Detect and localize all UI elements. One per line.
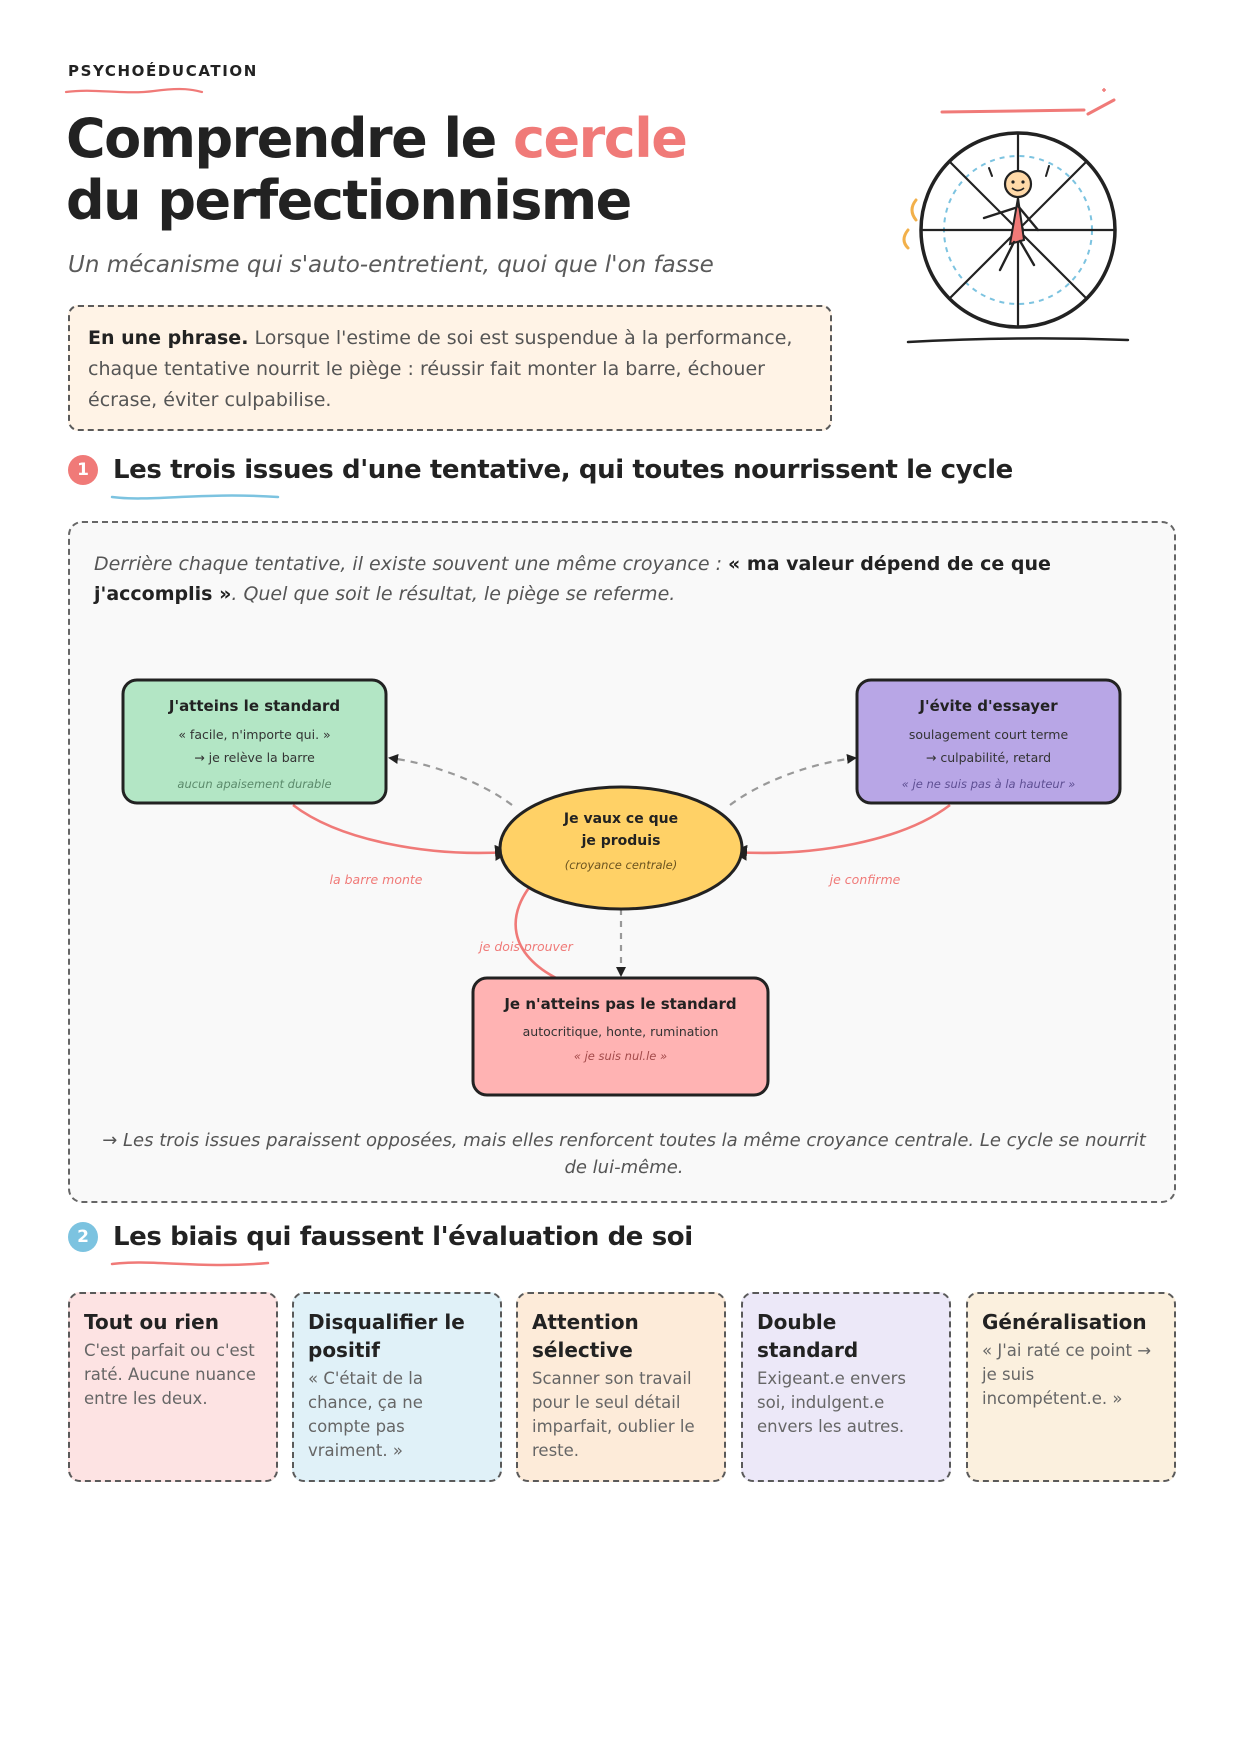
center-caption: (croyance centrale) — [565, 858, 678, 872]
bias-title: Tout ou rien — [84, 1310, 219, 1334]
bias-card-double-standard: Double standard Exigeant.e envers soi, i… — [741, 1292, 951, 1482]
edge-label-left: la barre monte — [330, 872, 423, 887]
section2-title: Les biais qui faussent l'évaluation de s… — [113, 1222, 693, 1252]
fail-title: Je n'atteins pas le standard — [503, 995, 736, 1013]
section1-title: Les trois issues d'une tentative, qui to… — [113, 455, 1013, 485]
cycle-intro: Derrière chaque tentative, il existe sou… — [94, 549, 1154, 609]
fail-line2: « je suis nul.le » — [574, 1049, 667, 1063]
bias-title: Généralisation — [982, 1310, 1147, 1334]
edge-fail-center — [514, 874, 559, 981]
bias-card-selective-attention: Attention sélective Scanner son travail … — [516, 1292, 726, 1482]
intro-post: . Quel que soit le résultat, le piège se… — [231, 583, 676, 605]
edge-success-center — [292, 803, 511, 861]
success-line3: aucun apaisement durable — [177, 777, 331, 791]
cycle-panel: Derrière chaque tentative, il existe sou… — [68, 521, 1176, 1203]
title-accent: cercle — [513, 107, 688, 170]
node-success — [121, 678, 388, 805]
bias-body: Scanner son travail pour le seul détail … — [532, 1369, 695, 1460]
intro-bold: « ma valeur dépend de ce que j'accomplis… — [94, 553, 1051, 605]
title-part1: Comprendre le — [66, 107, 513, 170]
success-line2: → je relève la barre — [194, 750, 315, 765]
summary-lead: En une phrase. — [88, 327, 249, 349]
center-line1: Je vaux ce que — [563, 811, 678, 827]
bias-title: Double standard — [757, 1310, 859, 1362]
bias-cards: Tout ou rien C'est parfait ou c'est raté… — [68, 1292, 1176, 1482]
eyebrow-underline — [64, 87, 204, 94]
bias-body: C'est parfait ou c'est raté. Aucune nuan… — [84, 1341, 256, 1408]
page-title: Comprendre le cercle du perfectionnisme — [66, 107, 688, 232]
section1-heading: 1 Les trois issues d'une tentative, qui … — [68, 455, 1013, 485]
edge-label-bottom: je dois prouver — [477, 939, 573, 954]
bias-body: « C'était de la chance, ça ne compte pas… — [308, 1369, 423, 1460]
summary-box: En une phrase. Lorsque l'estime de soi e… — [68, 305, 832, 431]
section2-number: 2 — [68, 1222, 98, 1252]
edge-center-success — [388, 754, 513, 806]
bias-body: « J'ai raté ce point → je suis incompéte… — [982, 1341, 1152, 1408]
intro-pre: Derrière chaque tentative, il existe sou… — [94, 553, 729, 575]
avoid-line2: → culpabilité, retard — [926, 750, 1051, 765]
fail-line1: autocritique, honte, rumination — [523, 1024, 719, 1039]
bias-card-disqualify-positive: Disqualifier le positif « C'était de la … — [292, 1292, 502, 1482]
title-part2: du perfectionnisme — [66, 169, 632, 232]
section1-number: 1 — [68, 455, 98, 485]
edge-label-right: je confirme — [828, 872, 901, 887]
bias-body: Exigeant.e envers soi, indulgent.e enver… — [757, 1369, 906, 1436]
center-line2: je produis — [581, 833, 661, 849]
bias-card-generalisation: Généralisation « J'ai raté ce point → je… — [966, 1292, 1176, 1482]
cycle-note: → Les trois issues paraissent opposées, … — [102, 1130, 1146, 1178]
bias-title: Disqualifier le positif — [308, 1310, 465, 1362]
cycle-diagram: J'atteins le standard « facile, n'import… — [121, 678, 1122, 1097]
node-center — [498, 785, 744, 911]
summary-text: Lorsque l'estime de soi est suspendue à … — [88, 327, 793, 411]
section2-underline — [110, 1261, 270, 1267]
success-title: J'atteins le standard — [168, 697, 340, 715]
avoid-title: J'évite d'essayer — [918, 697, 1058, 715]
subtitle: Un mécanisme qui s'auto-entretient, quoi… — [68, 252, 714, 278]
section1-underline — [110, 494, 280, 500]
bias-title: Attention sélective — [532, 1310, 639, 1362]
node-fail — [471, 976, 770, 1097]
eyebrow: PSYCHOÉDUCATION — [68, 62, 258, 80]
node-avoid — [855, 678, 1122, 805]
section2-heading: 2 Les biais qui faussent l'évaluation de… — [68, 1222, 693, 1252]
avoid-line3: « je ne suis pas à la hauteur » — [902, 777, 1075, 791]
success-line1: « facile, n'importe qui. » — [178, 727, 330, 742]
edge-avoid-center — [731, 803, 951, 861]
hamster-wheel-icon — [902, 88, 1130, 344]
avoid-line1: soulagement court terme — [909, 727, 1069, 742]
edge-center-avoid — [729, 753, 857, 806]
bias-card-all-or-nothing: Tout ou rien C'est parfait ou c'est raté… — [68, 1292, 278, 1482]
